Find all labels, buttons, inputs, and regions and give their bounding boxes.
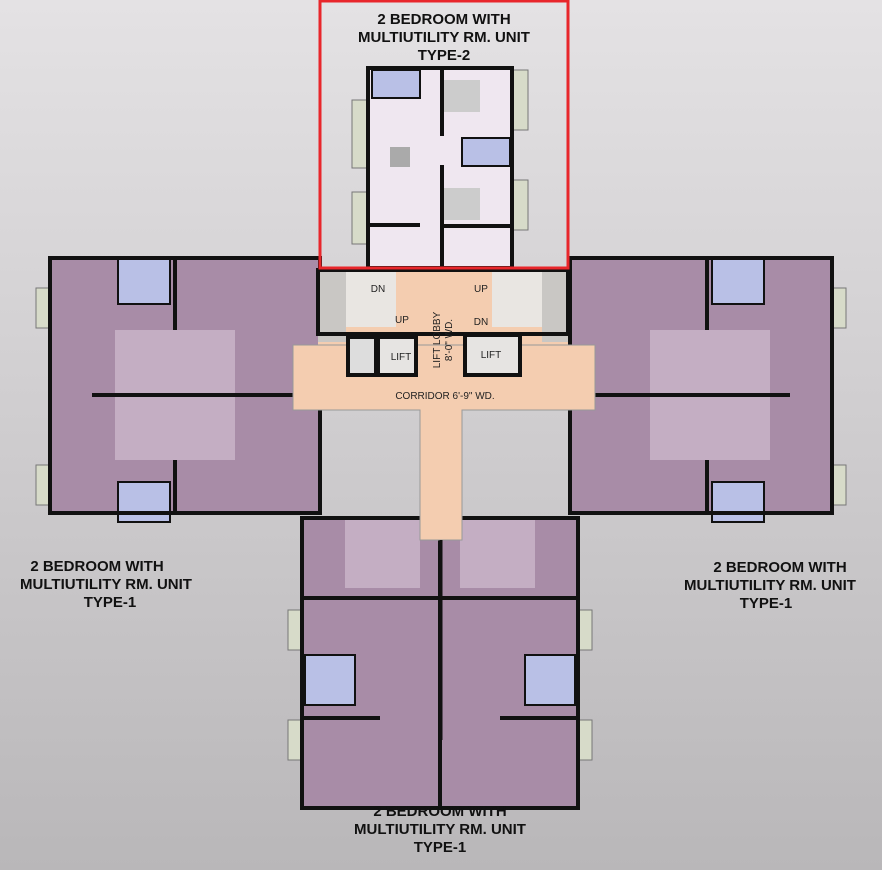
svg-text:MULTIUTILITY RM. UNIT: MULTIUTILITY RM. UNIT (358, 29, 530, 46)
bathroom (711, 257, 765, 305)
bathroom (524, 654, 576, 706)
label-left-type-1: 2 BEDROOM WITH MULTIUTILITY RM. UNIT TYP… (20, 558, 192, 611)
svg-text:2 BEDROOM WITH: 2 BEDROOM WITH (30, 558, 163, 575)
label-bottom-type-1: 2 BEDROOM WITH MULTIUTILITY RM. UNIT TYP… (354, 803, 526, 856)
svg-text:2 BEDROOM WITH: 2 BEDROOM WITH (373, 803, 506, 820)
svg-text:TYPE-2: TYPE-2 (418, 47, 471, 64)
bathroom (117, 257, 171, 305)
unit-right-type-1 (568, 256, 847, 523)
unit-left-type-1 (35, 256, 322, 523)
svg-text:MULTIUTILITY RM. UNIT: MULTIUTILITY RM. UNIT (684, 577, 856, 594)
unit-top-type-2 (351, 66, 529, 270)
unit-bottom-right-type-1 (438, 516, 593, 810)
bed (444, 80, 480, 112)
stair-right-dn-label: DN (474, 317, 488, 328)
staircase-right (492, 272, 542, 327)
stair-left-dn-label: DN (371, 284, 385, 295)
bathroom (371, 69, 421, 99)
dining-table (390, 147, 410, 167)
stair-right-up-label: UP (474, 284, 488, 295)
highlight-box-type-2 (318, 0, 570, 270)
lift-lobby-width-label: 8'-0" WD. (444, 319, 455, 361)
corridor-label: CORRIDOR 6'-9" WD. (395, 391, 494, 402)
bathroom (117, 481, 171, 523)
lift-right (463, 333, 522, 377)
svg-text:TYPE-1: TYPE-1 (414, 839, 467, 856)
svg-text:TYPE-1: TYPE-1 (84, 594, 137, 611)
label-type-2: 2 BEDROOM WITH MULTIUTILITY RM. UNIT TYP… (358, 11, 530, 64)
corridor (292, 344, 596, 541)
svg-text:MULTIUTILITY RM. UNIT: MULTIUTILITY RM. UNIT (20, 576, 192, 593)
svg-text:2 BEDROOM WITH: 2 BEDROOM WITH (713, 559, 846, 576)
lift-left (376, 335, 418, 377)
bathroom (711, 481, 765, 523)
bathroom (461, 137, 511, 167)
svg-text:TYPE-1: TYPE-1 (740, 595, 793, 612)
lift-lobby-label: LIFT LOBBY (432, 311, 443, 368)
bed (444, 188, 480, 220)
lift-left-label: LIFT (391, 352, 412, 363)
lift-right-label: LIFT (481, 350, 502, 361)
unit-bottom-left-type-1 (287, 516, 442, 810)
svg-text:2 BEDROOM WITH: 2 BEDROOM WITH (377, 11, 510, 28)
label-right-type-1: 2 BEDROOM WITH MULTIUTILITY RM. UNIT TYP… (684, 559, 856, 612)
staircase-left (346, 272, 396, 327)
core (292, 268, 596, 740)
stair-left-up-label: UP (395, 315, 409, 326)
bathroom (304, 654, 356, 706)
svg-text:MULTIUTILITY RM. UNIT: MULTIUTILITY RM. UNIT (354, 821, 526, 838)
